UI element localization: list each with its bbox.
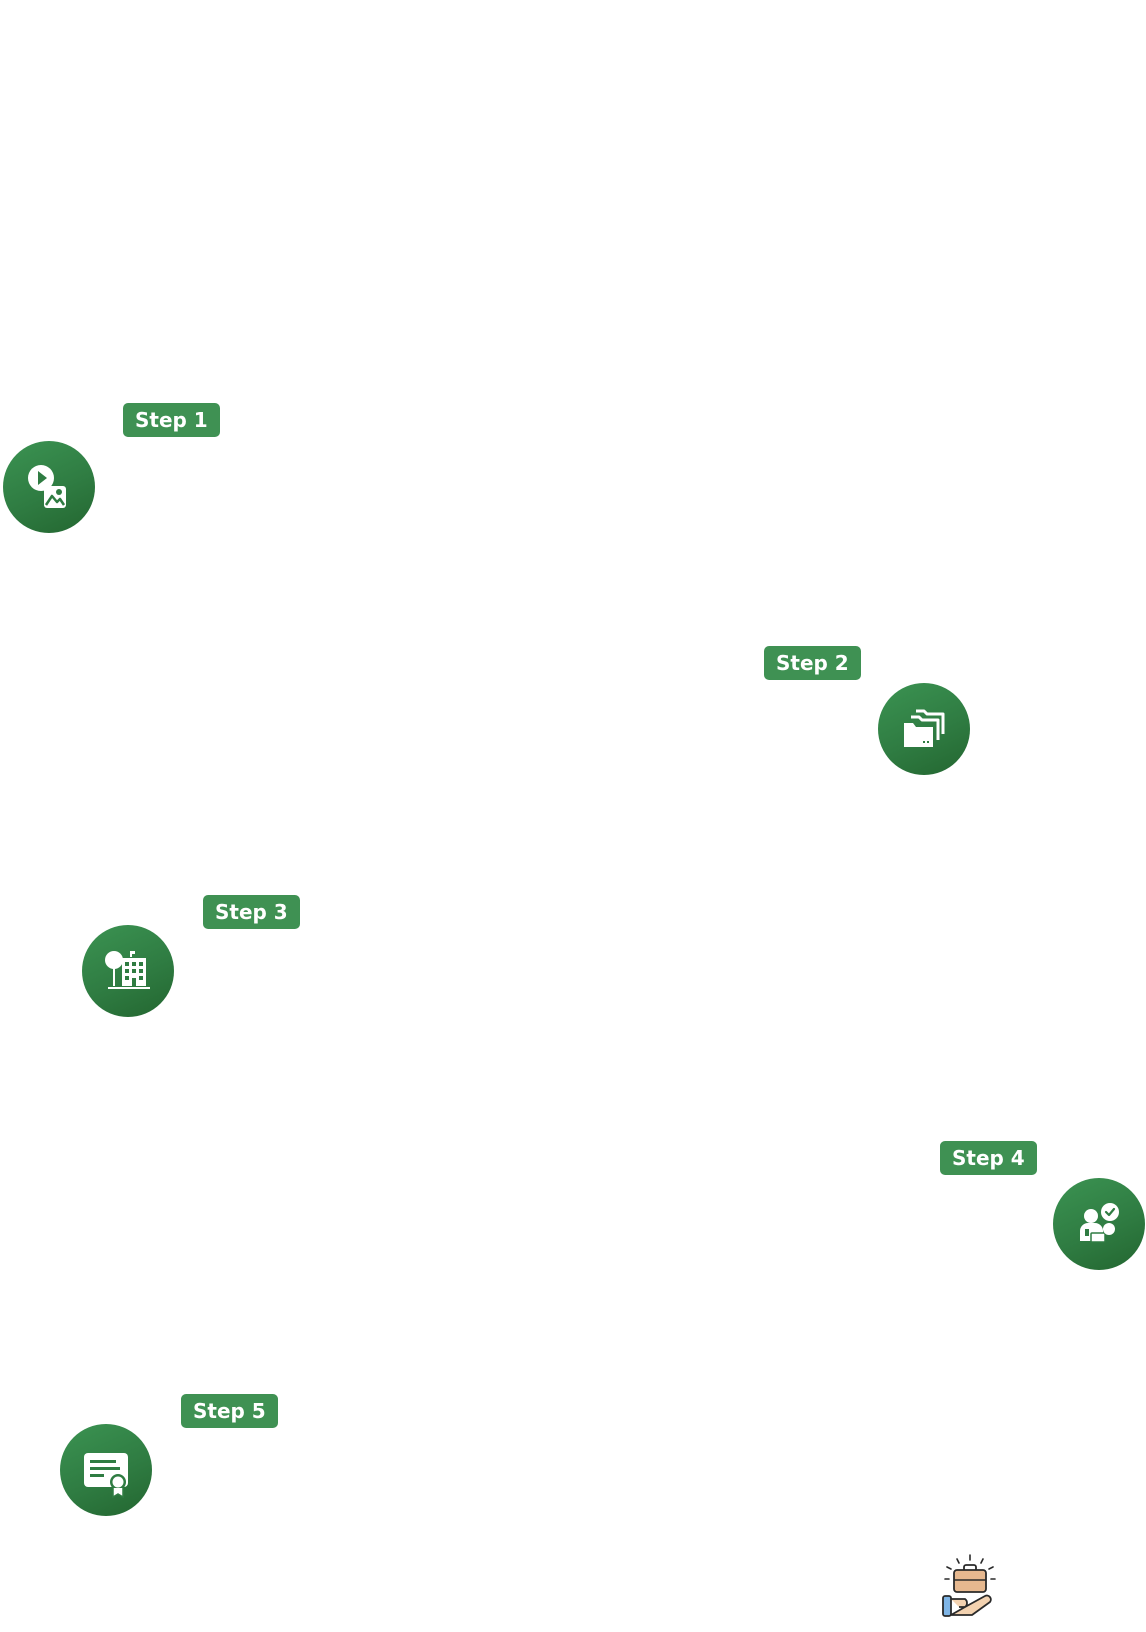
step-4-badge: Step 4 (940, 1141, 1037, 1175)
media-icon (28, 465, 66, 508)
step-3-badge: Step 3 (203, 895, 300, 929)
step-2-circle (878, 683, 970, 775)
building-icon (105, 951, 150, 989)
step-4-circle (1053, 1178, 1145, 1270)
certificate-icon (84, 1453, 128, 1498)
step-1-badge: Step 1 (123, 403, 220, 437)
step-5-circle (60, 1424, 152, 1516)
step-5-badge: Step 5 (181, 1394, 278, 1428)
step-3-circle (82, 925, 174, 1017)
job-offer-icon (942, 1554, 996, 1617)
step-2-badge: Step 2 (764, 646, 861, 680)
folders-icon (904, 709, 945, 747)
step-1-circle (3, 441, 95, 533)
interview-icon (1080, 1203, 1119, 1243)
